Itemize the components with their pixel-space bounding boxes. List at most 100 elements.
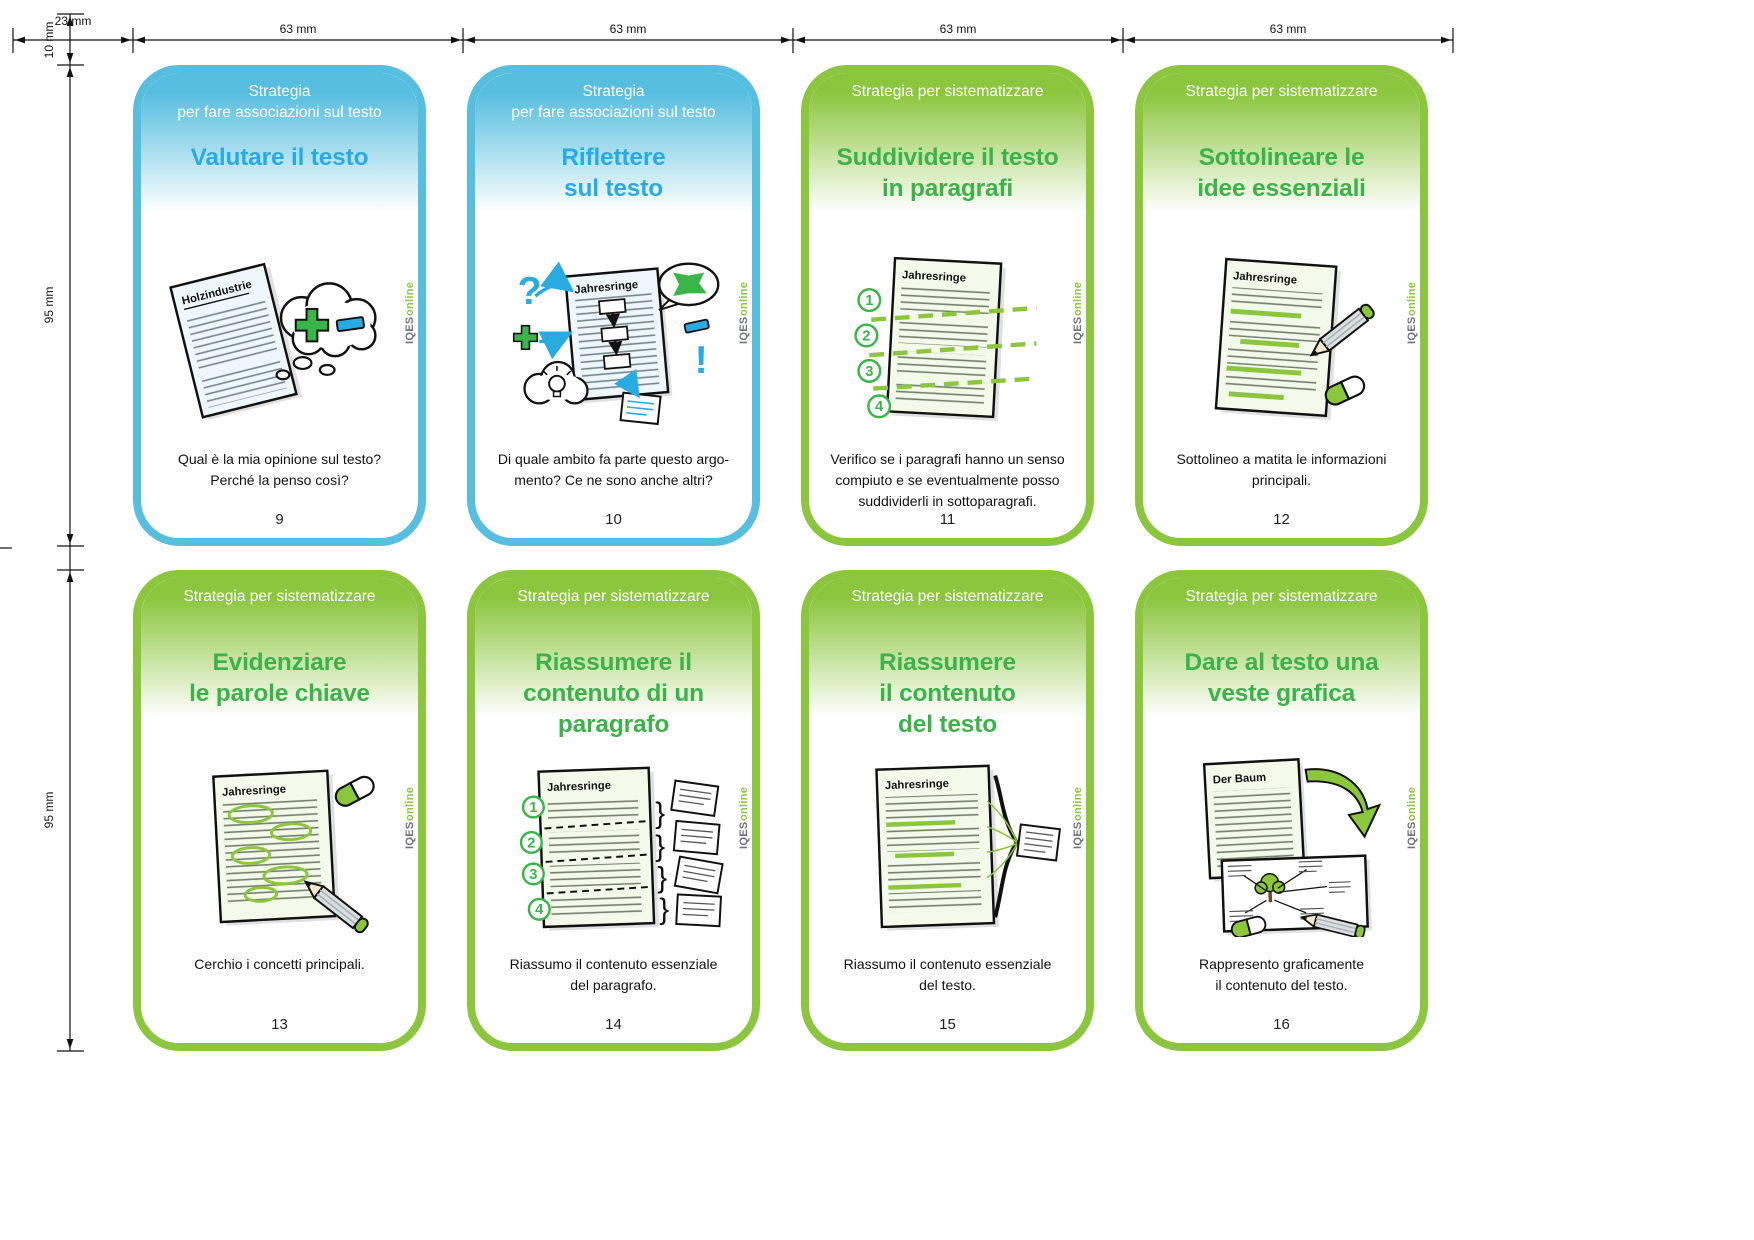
card-riassumere-paragrafo: Strategia per sistematizzare Riassumere … <box>467 570 760 1051</box>
card-header-band <box>809 73 1086 228</box>
illustration-riassumere-paragrafo: Jahresringe 1 <box>519 766 724 931</box>
pencil-icon <box>1309 303 1375 357</box>
svg-text:2: 2 <box>862 328 870 344</box>
card-header-band <box>475 73 752 228</box>
note-sheet <box>618 391 662 426</box>
svg-text:3: 3 <box>865 364 873 380</box>
eraser-icon <box>1230 915 1266 937</box>
iqes-brand-text: IQES <box>404 316 416 344</box>
svg-text:3: 3 <box>529 867 537 883</box>
svg-text:1: 1 <box>529 800 537 816</box>
arrow <box>613 368 640 399</box>
svg-text:Jahresringe: Jahresringe <box>546 780 610 794</box>
card-illustration: Jahresringe <box>817 743 1078 938</box>
card-description: Di quale ambito fa parte questo argo- me… <box>497 451 730 488</box>
minus-icon <box>683 318 710 334</box>
card-number: 16 <box>1273 1016 1290 1033</box>
underline <box>1225 365 1301 376</box>
iqes-online-text: online <box>738 282 750 317</box>
card-description: Rappresento graficamente il contenuto de… <box>1199 956 1364 993</box>
illustration-riflettere: Jahresringe ? <box>512 261 719 426</box>
svg-text:Jahresringe: Jahresringe <box>1232 270 1297 286</box>
top-dimension-arrows <box>15 36 1451 44</box>
card-category: Strategia per sistematizzare <box>1185 83 1378 100</box>
card-description: Qual è la mia opinione sul testo? Perché… <box>177 451 382 488</box>
document-sheet: Jahresringe <box>885 256 1006 422</box>
thought-cloud-icon <box>274 282 377 381</box>
iqes-brand-text: IQES <box>1406 316 1418 344</box>
iqes-online-text: online <box>404 787 416 822</box>
card-evidenziare-parole-chiave: Strategia per sistematizzare Evidenziare… <box>133 570 426 1051</box>
iqes-online-text: online <box>738 787 750 822</box>
card-number: 10 <box>605 511 622 528</box>
card-header-band <box>1143 578 1420 733</box>
document-sheet: Holzindustrie <box>168 262 302 420</box>
svg-text:}: } <box>657 862 667 895</box>
mind-map <box>1219 854 1372 936</box>
dim-top-1: 63 mm <box>279 22 317 36</box>
svg-text:}: } <box>655 797 665 830</box>
card-category: Strategia per sistematizzare <box>1185 588 1378 605</box>
card-description: Verifico se i paragrafi hanno un senso c… <box>830 451 1065 509</box>
left-dimension-line <box>57 13 84 1052</box>
card-valutare-il-testo: Strategia per fare associazioni sul test… <box>133 65 426 546</box>
association-bubble <box>657 262 719 311</box>
illustration-veste-grafica: Der Baum <box>1202 758 1381 937</box>
illustration-evidenziare: Jahresringe <box>211 769 375 934</box>
iqes-brand-text: IQES <box>738 821 750 849</box>
card-number: 12 <box>1273 511 1290 528</box>
illustration-riassumere-testo: Jahresringe <box>874 764 1061 931</box>
card-header-band <box>809 578 1086 733</box>
card-title: Suddividere il testo in paragrafi <box>836 144 1059 202</box>
svg-text:1: 1 <box>865 293 873 309</box>
brace <box>992 775 1019 918</box>
document-sheet: Jahresringe <box>211 769 340 926</box>
branches <box>1243 868 1327 914</box>
arrow <box>533 261 574 298</box>
card-illustration: Jahresringe 1 2 <box>817 238 1078 433</box>
card-description: Cerchio i concetti principali. <box>194 956 365 972</box>
lightbulb-icon <box>547 374 566 393</box>
svg-text:Jahresringe: Jahresringe <box>884 778 948 792</box>
minus-icon <box>335 316 365 333</box>
illustration-sottolineare: Jahresringe <box>1214 257 1375 421</box>
card-description: Riassumo il contenuto essenziale del tes… <box>843 956 1052 993</box>
illustration-valutare: Holzindustrie <box>168 262 377 420</box>
card-title: Riassumere il contenuto del testo <box>879 649 1016 738</box>
card-header-band <box>141 73 418 228</box>
card-category: Strategia per fare associazioni sul test… <box>511 83 716 121</box>
card-number: 13 <box>271 1016 288 1033</box>
left-dimension-arrows <box>66 16 74 1049</box>
card-riflettere-sul-testo: Strategia per fare associazioni sul test… <box>467 65 760 546</box>
card-category: Strategia per sistematizzare <box>851 83 1044 100</box>
underline <box>1229 308 1301 319</box>
document-sheet: Jahresringe <box>874 764 999 931</box>
dim-top-2: 63 mm <box>609 22 647 36</box>
document-sheet: Jahresringe <box>563 267 672 404</box>
dashed-divider-lines <box>868 305 1037 391</box>
card-veste-grafica: Strategia per sistematizzare Dare al tes… <box>1135 570 1428 1051</box>
svg-text:}: } <box>655 830 665 863</box>
illustration-suddividere: Jahresringe 1 2 <box>853 256 1037 422</box>
card-suddividere-il-testo: Strategia per sistematizzare Suddividere… <box>801 65 1094 546</box>
document-sheet: Jahresringe <box>536 766 659 931</box>
lightbulb-cloud <box>522 360 589 405</box>
svg-text:4: 4 <box>535 902 544 918</box>
svg-text:Jahresringe: Jahresringe <box>901 269 966 284</box>
card-number: 14 <box>605 1016 622 1033</box>
summary-cards <box>669 779 724 928</box>
card-title: Riassumere il contenuto di un paragrafo <box>523 649 704 738</box>
svg-text:4: 4 <box>875 399 884 415</box>
dim-top-0: 23 mm <box>54 14 92 28</box>
converging-lines <box>986 800 1018 879</box>
card-title: Evidenziare le parole chiave <box>189 649 370 707</box>
paragraph-dividers <box>543 819 653 895</box>
card-category: Strategia per sistematizzare <box>183 588 376 605</box>
card-grid: Strategia per fare associazioni sul test… <box>133 65 1428 1051</box>
card-illustration: Der Baum <box>1151 743 1412 938</box>
document-sheet: Der Baum <box>1202 758 1309 882</box>
